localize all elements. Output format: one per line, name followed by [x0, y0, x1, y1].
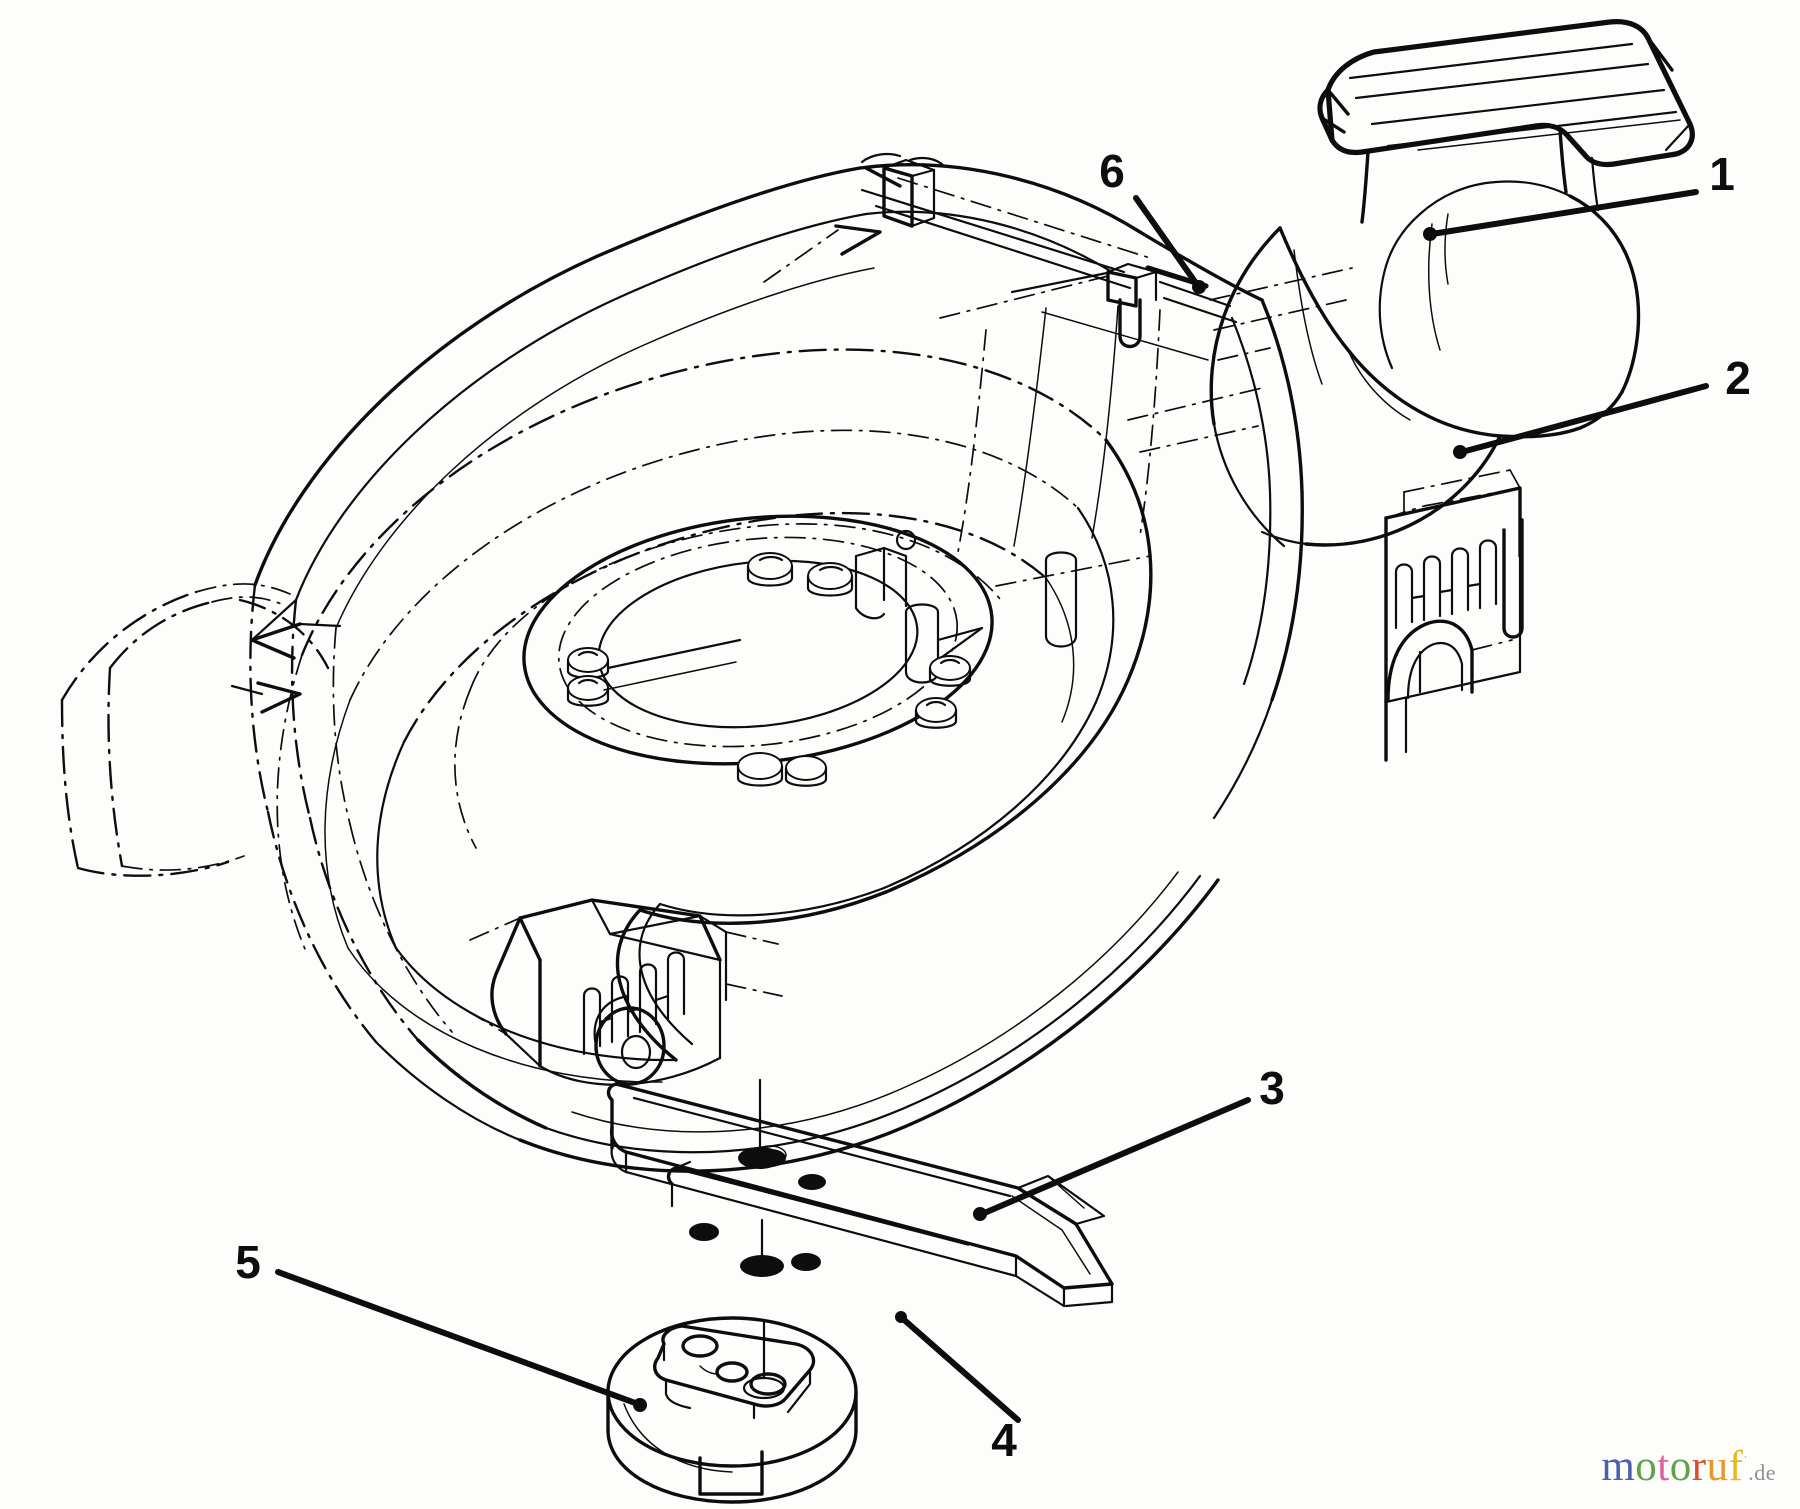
watermark-letter: t: [1657, 1443, 1670, 1490]
height-adjust-bracket-right: [1384, 469, 1524, 762]
callout-leaders: [275, 189, 1709, 1423]
cutting-blade: [606, 1078, 1114, 1400]
leader-5: [275, 1269, 647, 1412]
watermark-letter: m: [1601, 1443, 1636, 1490]
rear-chute-cover: [1317, 19, 1695, 224]
watermark-letter: r: [1691, 1443, 1707, 1490]
leader-1: [1423, 189, 1699, 241]
leader-6: [1133, 195, 1209, 294]
deck-shell: [60, 163, 1264, 1173]
spindle-mount-ring: [522, 514, 1151, 787]
spindle-bolts: [566, 552, 972, 787]
callout-number-1: 1: [1709, 148, 1735, 200]
callout-numbers: 1 2 3 4 5 6: [235, 145, 1751, 1466]
callout-number-5: 5: [235, 1236, 261, 1288]
callout-number-4: 4: [991, 1414, 1017, 1466]
deck-rear-wall: [763, 152, 1353, 820]
watermark-registered-mark: ˙: [1743, 1452, 1749, 1468]
callout-number-6: 6: [1099, 145, 1125, 197]
watermark-letter: o: [1635, 1443, 1658, 1490]
callout-number-2: 2: [1725, 352, 1751, 404]
watermark-letter: o: [1669, 1443, 1692, 1490]
watermark-letter: f: [1728, 1443, 1744, 1490]
rear-discharge-baffle: [1209, 180, 1641, 548]
leader-3: [973, 1097, 1251, 1221]
blade-adapter-hub: [606, 1316, 858, 1504]
height-adjust-bracket-left: [465, 898, 783, 1086]
leader-4: [895, 1311, 1021, 1423]
watermark-motoruf: motoruf˙.de: [1601, 1442, 1776, 1491]
callout-number-3: 3: [1259, 1062, 1285, 1114]
watermark-tld: .de: [1748, 1460, 1776, 1485]
watermark-letter: u: [1706, 1443, 1729, 1490]
leader-2: [1453, 383, 1709, 459]
